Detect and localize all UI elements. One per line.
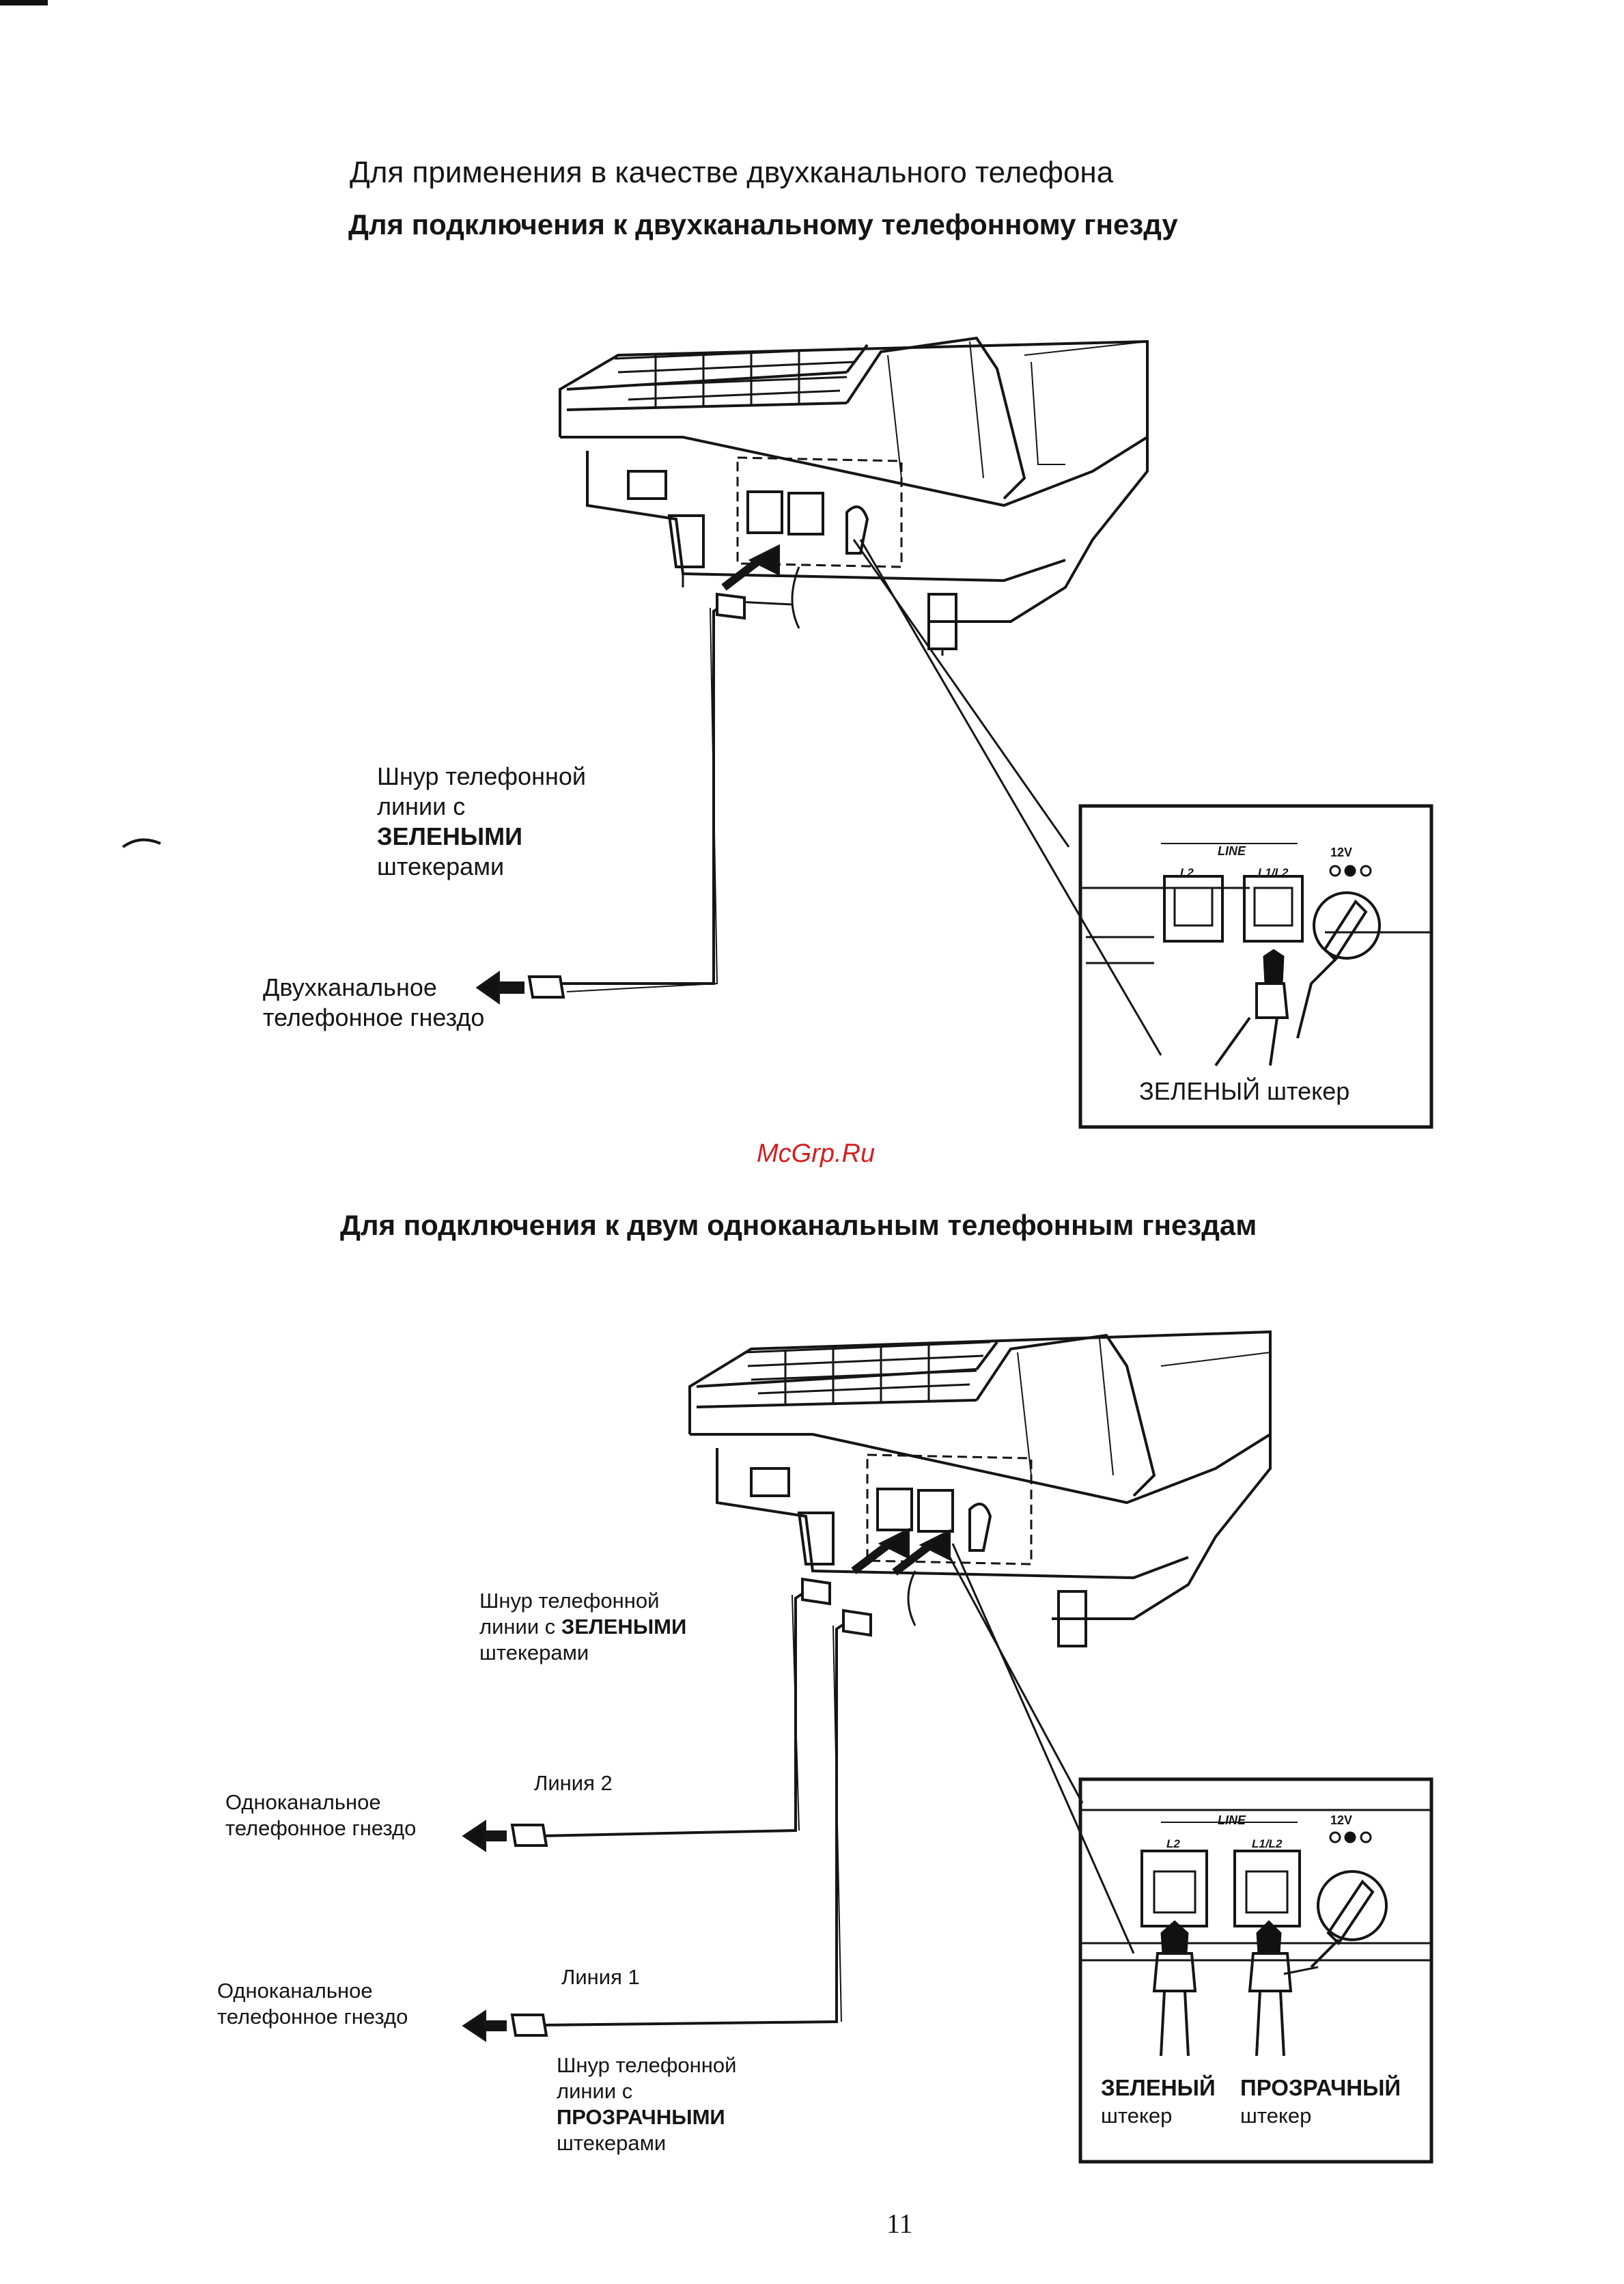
s2-inset-port-right: L1/L2 xyxy=(1252,1837,1283,1850)
s1-cord-label: Шнур телефонной линии с ЗЕЛЕНЫМИ штекера… xyxy=(377,762,586,882)
s1-inset-port-right: L1/L2 xyxy=(1258,866,1289,879)
inset-detail-1 xyxy=(1078,804,1433,1129)
s1-inset-caption: ЗЕЛЕНЫЙ штекер xyxy=(1139,1077,1350,1105)
watermark: McGrp.Ru xyxy=(757,1139,876,1168)
s2-cord-green-line3: штекерами xyxy=(479,1641,589,1665)
s2-inset-green-caption: ЗЕЛЕНЫЙ xyxy=(1101,2075,1216,2100)
s2-cord-clear-label: Шнур телефонной линии с ПРОЗРАЧНЫМИ штек… xyxy=(557,2052,736,2156)
scan-mark xyxy=(122,838,161,848)
s2-jack-top-label: Одноканальное телефонное гнездо xyxy=(225,1789,416,1841)
s2-cord-clear-line1: Шнур телефонной xyxy=(557,2053,737,2077)
s1-inset-line-label: LINE xyxy=(1218,844,1246,858)
s1-jack-label-line1: Двухканальное xyxy=(263,973,437,1001)
s2-cord-green-label: Шнур телефонной линии с ЗЕЛЕНЫМИ штекера… xyxy=(479,1588,686,1666)
s2-line1-label: Линия 1 xyxy=(561,1965,640,1989)
s2-jack-bottom-line2: телефонное гнездо xyxy=(217,2005,408,2029)
page-number: 11 xyxy=(886,2208,913,2239)
section1-heading: Для подключения к двухканальному телефон… xyxy=(348,208,1178,240)
s2-cord-clear-line3: ПРОЗРАЧНЫМИ xyxy=(557,2105,725,2129)
s2-inset-clear-sub: штекер xyxy=(1240,2104,1312,2128)
s1-jack-label-line2: телефонное гнездо xyxy=(263,1003,485,1031)
s1-jack-label: Двухканальное телефонное гнездо xyxy=(263,973,484,1033)
s1-cord-label-line4: штекерами xyxy=(377,852,505,880)
s1-cord-label-line1: Шнур телефонной xyxy=(377,762,586,790)
s2-jack-bottom-label: Одноканальное телефонное гнездо xyxy=(217,1978,408,2030)
s2-inset-port-left: L2 xyxy=(1166,1837,1180,1850)
s2-inset-power: 12V xyxy=(1330,1813,1353,1827)
s2-cord-clear-line4: штекерами xyxy=(557,2131,667,2155)
inset-detail-2 xyxy=(1078,1777,1433,2164)
s2-inset-green-sub: штекер xyxy=(1101,2104,1173,2128)
s1-cord-label-line3: ЗЕЛЕНЫМИ xyxy=(377,822,522,850)
s2-jack-top-line1: Одноканальное xyxy=(225,1790,381,1814)
s2-line2-label: Линия 2 xyxy=(534,1771,613,1795)
s2-jack-top-line2: телефонное гнездо xyxy=(225,1816,417,1840)
phone-illustration-1 xyxy=(475,336,1162,1056)
s2-cord-green-line2: линии с ЗЕЛЕНЫМИ xyxy=(479,1614,686,1640)
s1-inset-port-left: L2 xyxy=(1180,866,1194,879)
s2-cord-green-line2a: линии с xyxy=(479,1615,556,1639)
section2-heading: Для подключения к двум одноканальным тел… xyxy=(340,1209,1257,1241)
s1-inset-power: 12V xyxy=(1330,846,1353,859)
s2-inset-clear-caption: ПРОЗРАЧНЫЙ xyxy=(1240,2075,1401,2100)
phone-illustration-2 xyxy=(462,1330,1272,2042)
scan-edge-mark xyxy=(0,0,48,5)
intro-heading: Для применения в качестве двухканального… xyxy=(350,156,1114,189)
s1-cord-label-line2: линии с xyxy=(377,792,466,820)
s2-cord-clear-line2: линии с xyxy=(557,2079,633,2103)
s2-cord-green-line1: Шнур телефонной xyxy=(479,1589,660,1613)
s2-inset-line-label: LINE xyxy=(1218,1813,1246,1827)
s2-jack-bottom-line1: Одноканальное xyxy=(217,1979,373,2003)
s2-cord-green-line2b: ЗЕЛЕНЫМИ xyxy=(561,1615,687,1639)
